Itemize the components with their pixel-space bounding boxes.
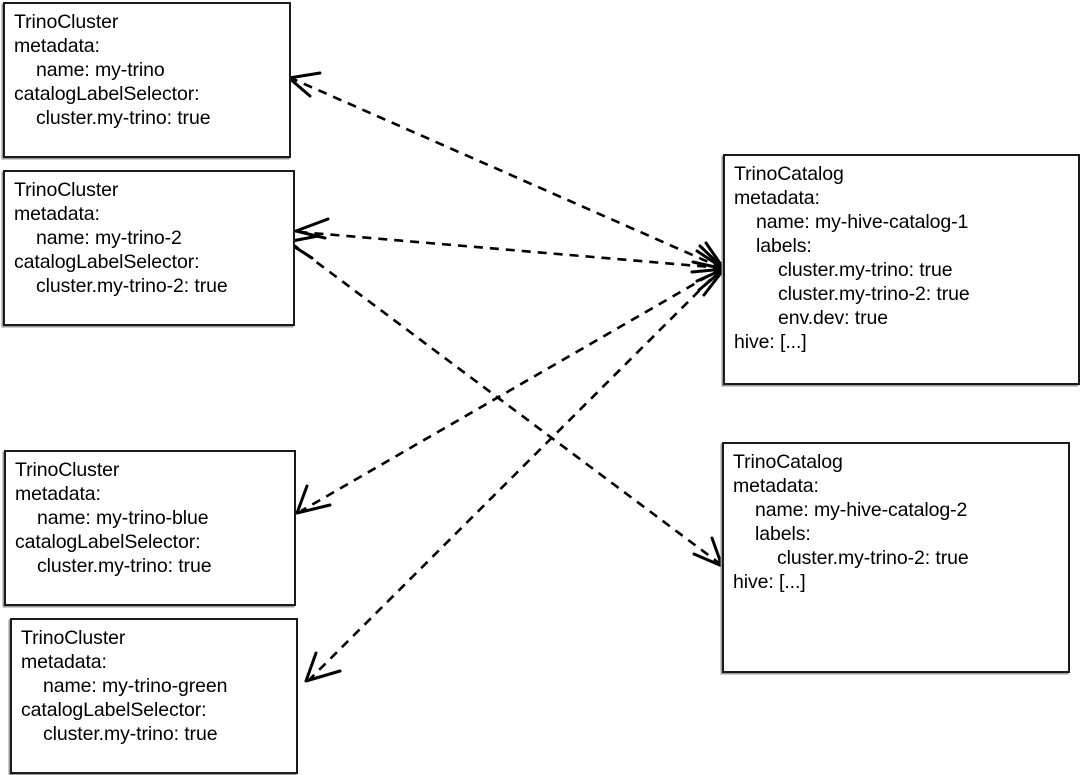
node-line: metadata: bbox=[14, 203, 100, 225]
node-line: catalogLabelSelector: bbox=[14, 251, 200, 273]
edge-my-trino-2-to-catalog2 bbox=[290, 241, 720, 565]
node-line: name: my-trino-2 bbox=[36, 227, 182, 249]
node-line: name: my-hive-catalog-1 bbox=[756, 211, 969, 233]
node-line: TrinoCatalog bbox=[733, 451, 843, 473]
node-line: cluster.my-trino: true bbox=[43, 723, 218, 745]
node-line: TrinoCluster bbox=[21, 627, 126, 649]
node-line: TrinoCluster bbox=[14, 11, 119, 33]
edge-catalog1-to-my-trino-green bbox=[309, 267, 723, 680]
node-line: catalogLabelSelector: bbox=[14, 83, 200, 105]
node-line: metadata: bbox=[15, 483, 101, 505]
node-line: cluster.my-trino: true bbox=[37, 555, 212, 577]
node-line: metadata: bbox=[21, 651, 107, 673]
node-line: name: my-trino bbox=[36, 59, 165, 81]
edge-catalog1-to-my-trino-blue bbox=[300, 266, 723, 513]
node-line: cluster.my-trino-2: true bbox=[778, 283, 970, 305]
node-line: metadata: bbox=[734, 187, 820, 209]
node-line: labels: bbox=[756, 235, 812, 257]
node-line: cluster.my-trino: true bbox=[36, 107, 211, 129]
node-line: catalogLabelSelector: bbox=[15, 531, 201, 553]
node-catalog-my-hive-catalog-1[interactable]: TrinoCatalog metadata: name: my-hive-cat… bbox=[723, 154, 1080, 385]
node-line: env.dev: true bbox=[778, 307, 888, 329]
node-line: TrinoCluster bbox=[14, 179, 119, 201]
node-line: TrinoCluster bbox=[15, 459, 120, 481]
node-line: name: my-hive-catalog-2 bbox=[755, 499, 968, 521]
node-line: labels: bbox=[755, 523, 811, 545]
arrowhead-catalog1-cluster-b bbox=[690, 249, 726, 274]
node-line: catalogLabelSelector: bbox=[21, 699, 207, 721]
arrowhead-my-trino-blue bbox=[295, 484, 332, 515]
node-line: metadata: bbox=[733, 475, 819, 497]
node-line: name: my-trino-green bbox=[43, 675, 228, 697]
node-cluster-my-trino-green[interactable]: TrinoCluster metadata: name: my-trino-gr… bbox=[10, 618, 298, 774]
arrowhead-catalog1-cluster-d bbox=[702, 241, 726, 297]
node-line: metadata: bbox=[14, 35, 100, 57]
arrowhead-catalog1-cluster-c bbox=[697, 244, 726, 292]
node-cluster-my-trino-2[interactable]: TrinoCluster metadata: name: my-trino-2 … bbox=[3, 170, 295, 326]
node-line: cluster.my-trino-2: true bbox=[777, 547, 969, 569]
node-line: name: my-trino-blue bbox=[37, 507, 209, 529]
arrowhead-catalog1-cluster-a bbox=[691, 260, 726, 283]
arrowhead-my-trino-2-a bbox=[294, 217, 330, 240]
arrowhead-my-trino bbox=[287, 71, 322, 98]
node-line: cluster.my-trino-2: true bbox=[36, 275, 228, 297]
node-cluster-my-trino-blue[interactable]: TrinoCluster metadata: name: my-trino-bl… bbox=[4, 450, 296, 606]
node-line: hive: [...] bbox=[734, 331, 807, 353]
edge-catalog1-to-my-trino bbox=[292, 77, 723, 270]
edge-catalog1-to-my-trino-2 bbox=[299, 230, 723, 270]
node-catalog-my-hive-catalog-2[interactable]: TrinoCatalog metadata: name: my-hive-cat… bbox=[722, 442, 1070, 673]
node-line: TrinoCatalog bbox=[734, 163, 844, 185]
node-cluster-my-trino[interactable]: TrinoCluster metadata: name: my-trino ca… bbox=[3, 2, 291, 158]
node-line: hive: [...] bbox=[733, 571, 806, 593]
arrowhead-catalog2 bbox=[692, 536, 724, 568]
node-line: cluster.my-trino: true bbox=[778, 259, 953, 281]
arrowhead-my-trino-green bbox=[304, 651, 342, 683]
